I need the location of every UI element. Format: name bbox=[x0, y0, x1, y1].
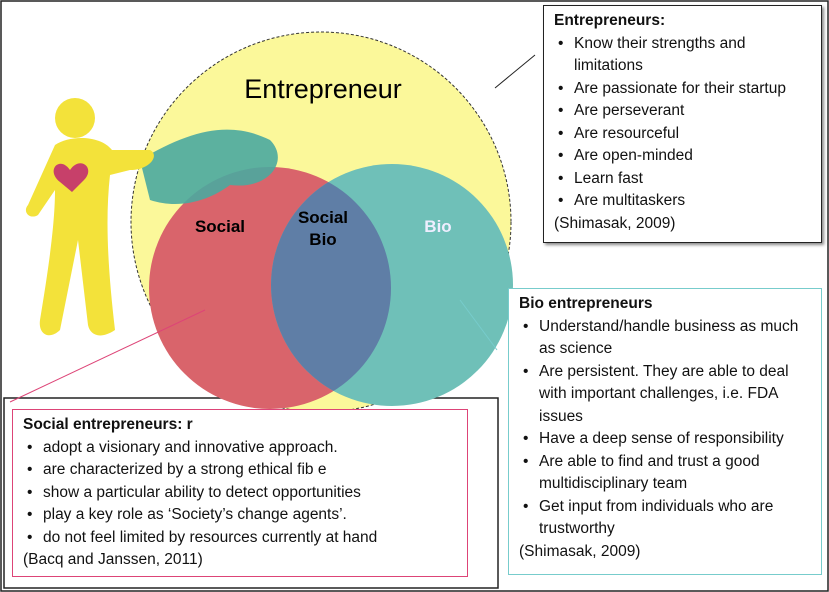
list-item: Have a deep sense of responsibility bbox=[519, 428, 811, 451]
overlap-region bbox=[271, 167, 391, 406]
list-item: Are passionate for their startup bbox=[554, 78, 811, 101]
list-item: Are able to find and trust a good multid… bbox=[519, 451, 811, 496]
list-item: do not feel limited by resources current… bbox=[23, 527, 457, 550]
list-item: Are perseverant bbox=[554, 100, 811, 123]
list-item: Are persistent. They are able to deal wi… bbox=[519, 361, 811, 429]
entrepreneurs-box: Entrepreneurs: Know their strengths and … bbox=[543, 5, 822, 243]
list-item: show a particular ability to detect oppo… bbox=[23, 482, 457, 505]
social-bio-label: Social Bio bbox=[297, 208, 349, 249]
citation: (Shimasak, 2009) bbox=[554, 214, 676, 232]
connector-entrepreneurs bbox=[494, 54, 536, 89]
list-item: are characterized by a strong ethical fi… bbox=[23, 459, 457, 482]
bio-title: Bio entrepreneurs bbox=[519, 295, 653, 312]
list-item: Understand/handle business as much as sc… bbox=[519, 316, 811, 361]
list-item: Are multitaskers bbox=[554, 190, 811, 213]
list-item: Are resourceful bbox=[554, 123, 811, 146]
connector-social bbox=[9, 309, 206, 403]
social-label: Social bbox=[194, 217, 246, 236]
bio-label: Bio bbox=[424, 217, 452, 236]
citation: (Shimasak, 2009) bbox=[519, 542, 641, 560]
list-item: play a key role as ‘Society’s change age… bbox=[23, 504, 457, 527]
list-item: Learn fast bbox=[554, 168, 811, 191]
person-figure-icon bbox=[25, 98, 278, 336]
citation: (Bacq and Janssen, 2011) bbox=[23, 551, 203, 568]
connector-bio bbox=[459, 299, 498, 351]
list-item: Know their strengths and limitations bbox=[554, 33, 811, 78]
social-title: Social entrepreneurs: r bbox=[23, 416, 193, 433]
bio-box: Bio entrepreneurs Understand/handle busi… bbox=[508, 288, 822, 575]
list-item: Get input from individuals who are trust… bbox=[519, 496, 811, 541]
entrepreneur-label: Entrepreneur bbox=[244, 74, 402, 104]
list-item: adopt a visionary and innovative approac… bbox=[23, 437, 457, 460]
entrepreneurs-title: Entrepreneurs: bbox=[554, 12, 666, 29]
list-item: Are open-minded bbox=[554, 145, 811, 168]
social-box: Social entrepreneurs: r adopt a visionar… bbox=[12, 409, 468, 577]
